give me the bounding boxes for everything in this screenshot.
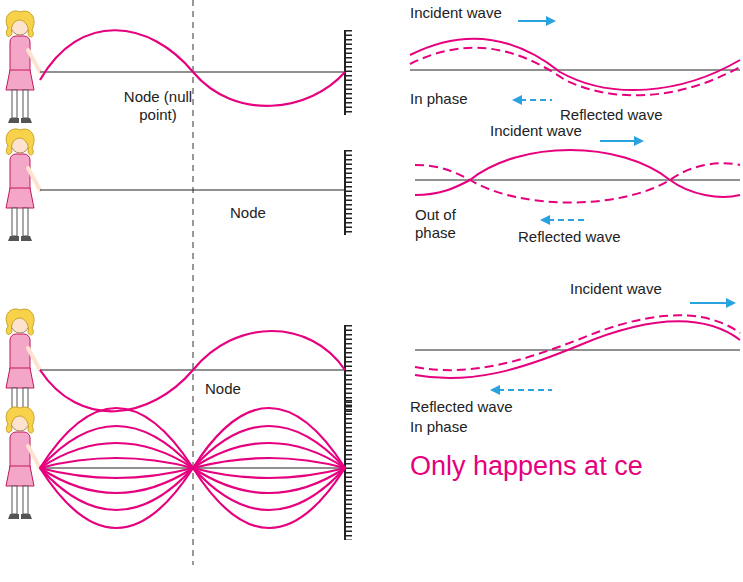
standing-wave	[40, 30, 345, 528]
girl-figure	[6, 11, 40, 519]
direction-arrow	[490, 16, 736, 395]
phase-label: In phase	[410, 418, 468, 436]
phase-label: Out of phase	[415, 206, 467, 242]
rope	[40, 72, 345, 468]
wave-label: Reflected wave	[410, 398, 513, 416]
node-label: Node	[205, 380, 241, 398]
wave-label: Reflected wave	[518, 228, 621, 246]
node-label: Node (null point)	[112, 88, 204, 124]
wave-label: Reflected wave	[560, 106, 663, 124]
phase-label: In phase	[410, 90, 468, 108]
reflected-wave	[410, 48, 740, 370]
node-guide-line	[193, 0, 194, 565]
wave-label: Incident wave	[570, 280, 662, 298]
wave-label: Incident wave	[490, 122, 582, 140]
wave-label: Incident wave	[410, 4, 502, 22]
axis-line	[410, 70, 740, 350]
caption-note: Only happens at ce	[410, 450, 643, 482]
incident-wave	[410, 39, 740, 378]
wall	[345, 30, 349, 540]
node-label: Node	[230, 204, 266, 222]
